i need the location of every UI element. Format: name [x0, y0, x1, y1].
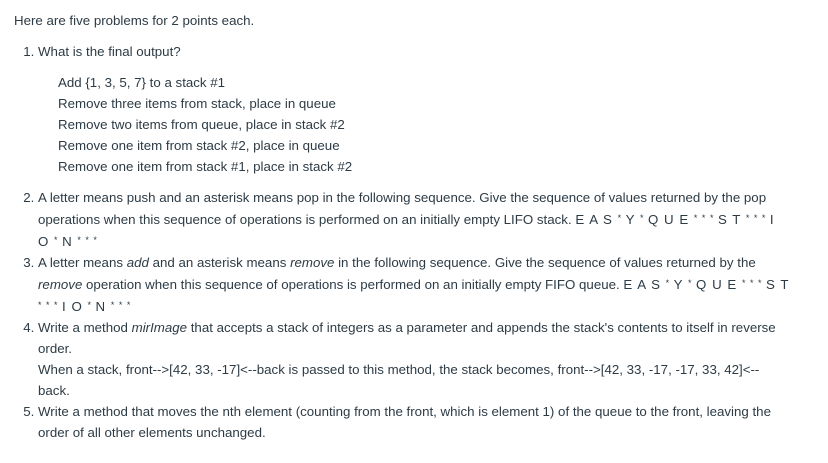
asterisk-pop: *: [110, 300, 119, 310]
problem-1-steps: Add {1, 3, 5, 7} to a stack #1 Remove th…: [58, 72, 790, 177]
sequence-letter: S: [717, 212, 733, 227]
emphasis-remove: remove: [290, 255, 335, 270]
problem-3-text-a: A letter means: [38, 255, 127, 270]
asterisk-pop: *: [761, 213, 770, 223]
problem-3: A letter means add and an asterisk means…: [38, 252, 790, 317]
asterisk-pop: *: [709, 213, 718, 223]
problem-3-sequence: E A S * Y * Q U E * * * S T * * * I O * …: [38, 277, 789, 314]
asterisk-pop: *: [757, 278, 766, 288]
sequence-letter: Y: [625, 212, 640, 227]
sequence-letter: E: [679, 212, 694, 227]
problem-5-text: Write a method that moves the nth elemen…: [38, 404, 771, 440]
problem-3-text-b: and an asterisk means: [148, 255, 291, 270]
asterisk-pop: *: [741, 278, 750, 288]
sequence-letter: I: [769, 212, 775, 227]
asterisk-pop: *: [93, 235, 98, 245]
problem-3-text-d: operation when this sequence of operatio…: [82, 277, 624, 292]
sequence-letter: U: [664, 212, 680, 227]
asterisk-pop: *: [54, 300, 63, 310]
problem-4: Write a method mirImage that accepts a s…: [38, 317, 790, 401]
asterisk-pop: *: [87, 300, 96, 310]
asterisk-pop: *: [693, 213, 702, 223]
asterisk-pop: *: [745, 213, 754, 223]
problem-5: Write a method that moves the nth elemen…: [38, 401, 790, 443]
method-name: mirImage: [131, 320, 188, 335]
sequence-letter: I: [62, 299, 72, 314]
asterisk-pop: *: [688, 278, 697, 288]
asterisk-pop: *: [639, 213, 648, 223]
step-item: Remove one item from stack #2, place in …: [58, 138, 340, 153]
problem-3-text-c: in the following sequence. Give the sequ…: [334, 255, 756, 270]
asterisk-pop: *: [46, 300, 55, 310]
assignment-page: Here are five problems for 2 points each…: [0, 0, 828, 443]
problem-1-title: What is the final output?: [38, 44, 181, 59]
asterisk-pop: *: [126, 300, 132, 310]
problem-4-example: When a stack, front-->[42, 33, -17]<--ba…: [38, 362, 760, 398]
sequence-letter: S: [766, 277, 781, 292]
sequence-letter: E: [623, 277, 638, 292]
step-item: Remove one item from stack #1, place in …: [58, 159, 353, 174]
step-item: Add {1, 3, 5, 7} to a stack #1: [58, 75, 226, 90]
asterisk-pop: *: [665, 278, 674, 288]
sequence-letter: O: [38, 234, 55, 249]
sequence-letter: Q: [647, 212, 665, 227]
asterisk-pop: *: [701, 213, 710, 223]
sequence-letter: A: [589, 212, 604, 227]
asterisk-pop: *: [753, 213, 762, 223]
sequence-letter: Q: [696, 277, 713, 292]
sequence-letter: U: [712, 277, 728, 292]
asterisk-pop: *: [85, 235, 94, 245]
problem-2: A letter means push and an asterisk mean…: [38, 187, 790, 252]
sequence-letter: E: [727, 277, 742, 292]
problem-2-text: A letter means push and an asterisk mean…: [38, 190, 767, 227]
asterisk-pop: *: [118, 300, 127, 310]
asterisk-pop: *: [38, 300, 47, 310]
step-item: Remove two items from queue, place in st…: [58, 117, 345, 132]
sequence-letter: S: [651, 277, 666, 292]
asterisk-pop: *: [77, 235, 86, 245]
sequence-letter: N: [95, 299, 111, 314]
sequence-letter: A: [637, 277, 652, 292]
intro-text: Here are five problems for 2 points each…: [14, 13, 255, 28]
problem-list: What is the final output? Add {1, 3, 5, …: [14, 41, 790, 443]
sequence-letter: E: [575, 212, 590, 227]
asterisk-pop: *: [54, 235, 63, 245]
sequence-letter: O: [71, 299, 88, 314]
problem-1: What is the final output? Add {1, 3, 5, …: [38, 41, 790, 177]
sequence-letter: N: [62, 234, 78, 249]
problem-2-sequence: E A S * Y * Q U E * * * S T * * * I O * …: [38, 212, 775, 249]
sequence-letter: S: [603, 212, 618, 227]
step-item: Remove three items from stack, place in …: [58, 96, 336, 111]
sequence-letter: T: [780, 277, 790, 292]
problem-4-text-b: that accepts a stack of integers as a pa…: [38, 320, 776, 356]
sequence-letter: Y: [673, 277, 688, 292]
sequence-letter: T: [732, 212, 746, 227]
asterisk-pop: *: [749, 278, 758, 288]
emphasis-remove-2: remove: [38, 277, 83, 292]
emphasis-add: add: [126, 255, 149, 270]
asterisk-pop: *: [617, 213, 626, 223]
problem-4-text-a: Write a method: [38, 320, 132, 335]
